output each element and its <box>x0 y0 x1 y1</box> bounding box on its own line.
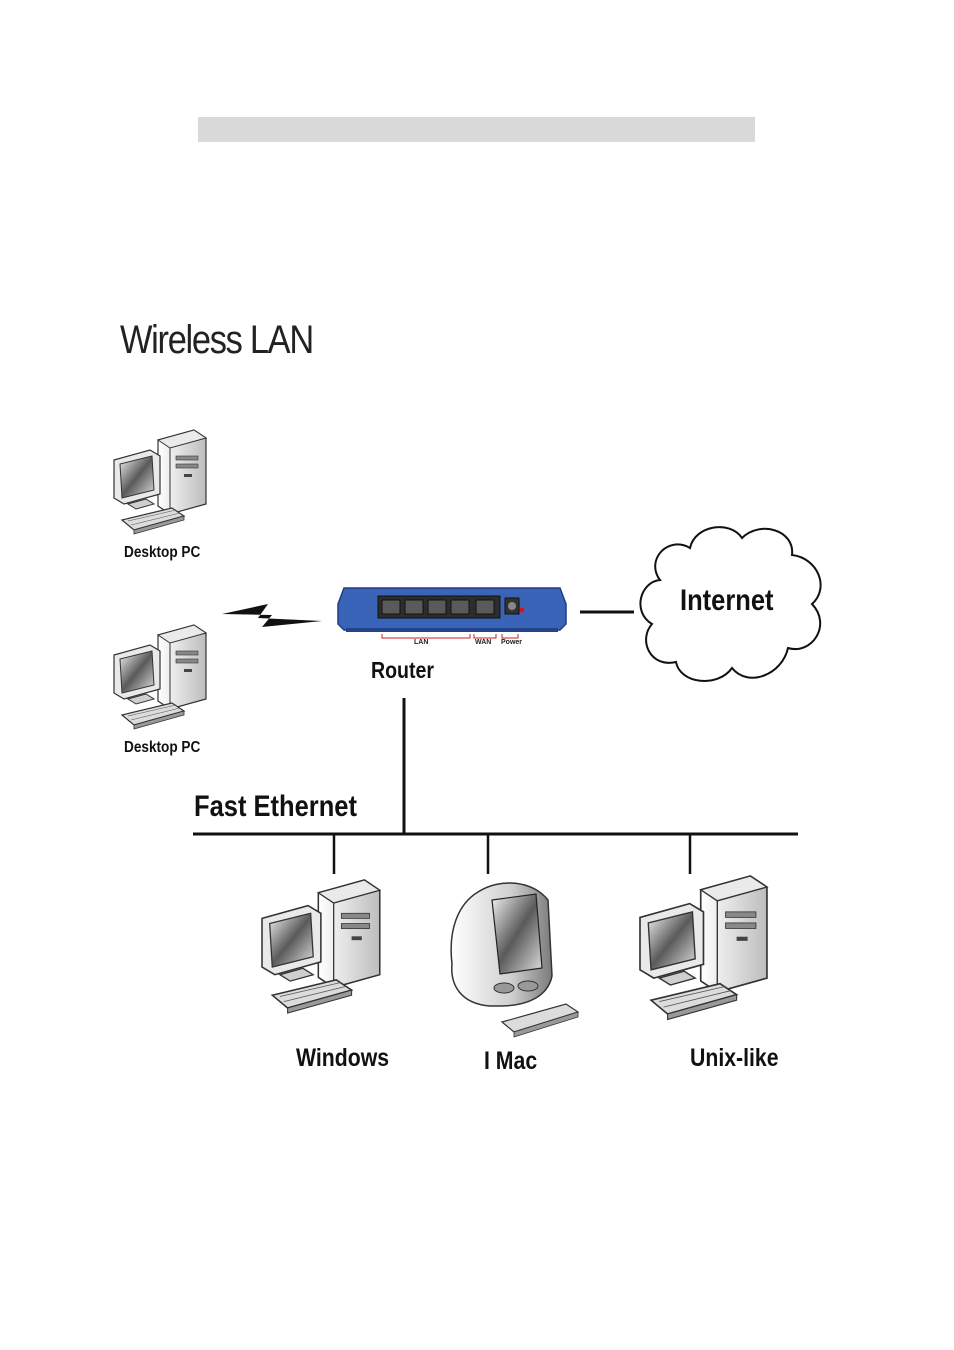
desktop-pc-1-icon <box>113 429 207 535</box>
wireless-signal-icon <box>222 604 322 627</box>
unix-pc-icon <box>639 875 768 1021</box>
imac-label: I Mac <box>484 1047 538 1075</box>
header-gray-bar <box>198 117 755 142</box>
fast-ethernet-label: Fast Ethernet <box>194 790 357 823</box>
router-icon <box>337 587 567 639</box>
desktop-pc-2-icon <box>113 624 207 730</box>
unix-label: Unix-like <box>690 1044 779 1072</box>
router-power-label: Power <box>501 639 523 646</box>
diagram-title: Wireless LAN <box>120 318 314 362</box>
router-label: Router <box>371 657 435 683</box>
internet-cloud-icon <box>639 526 822 682</box>
windows-label: Windows <box>296 1044 390 1072</box>
windows-pc-icon <box>261 879 381 1014</box>
desktop-pc-1-label: Desktop PC <box>124 544 201 561</box>
desktop-pc-2-label: Desktop PC <box>124 739 201 756</box>
router-wan-label: WAN <box>475 639 492 646</box>
router-lan-label: LAN <box>414 639 429 646</box>
internet-label: Internet <box>680 584 774 617</box>
imac-icon <box>450 882 580 1038</box>
